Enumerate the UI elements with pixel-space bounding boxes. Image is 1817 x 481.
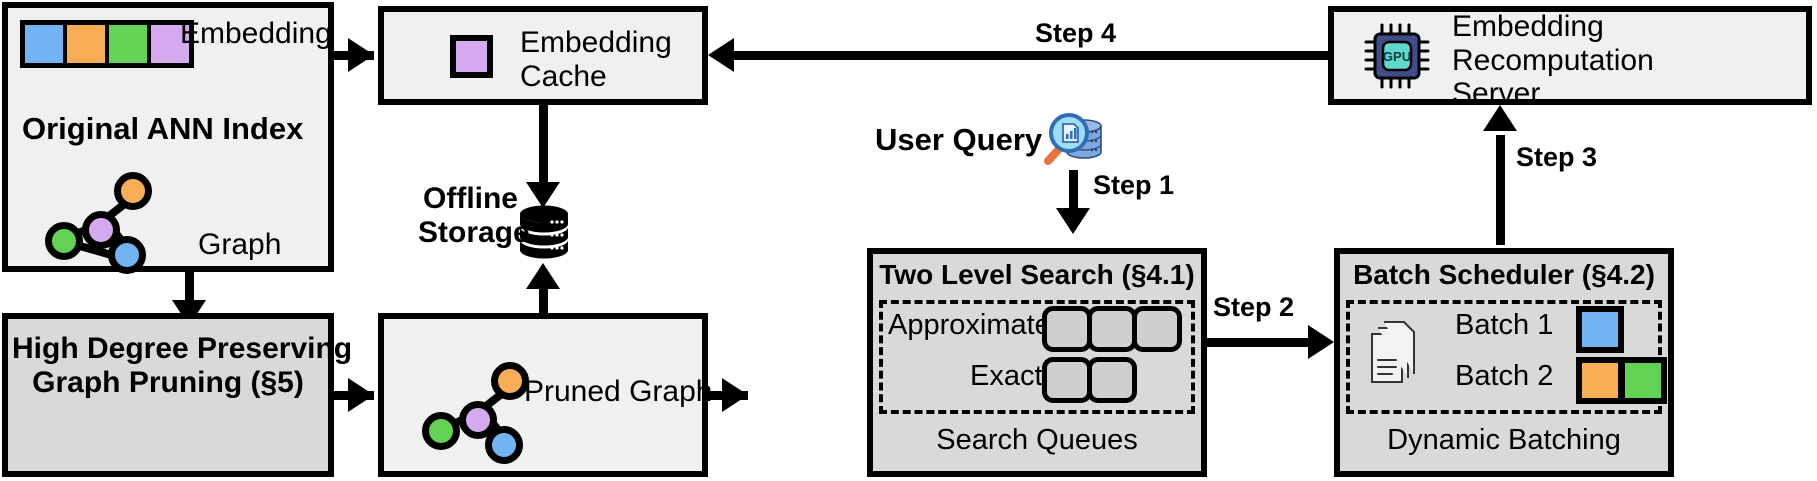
arrow-step3-line [1496,135,1505,245]
arrow-prunedgraph-to-search-head [722,378,748,412]
database-icon [520,205,568,259]
pruned-node-purple [459,401,497,439]
exact-queue-cell[interactable] [1042,357,1092,403]
graph-node-blue [108,236,146,274]
pruned-node-orange [491,362,529,400]
gpu-chip-icon: GPU [1364,23,1430,89]
batch-2-label: Batch 2 [1455,360,1554,392]
graph-node-orange [114,172,152,210]
batch-scheduler-title: Batch Scheduler (§4.2) [1353,259,1655,290]
two-level-search-box [867,248,1207,477]
arrow-step2-line [1207,338,1327,347]
recomputation-server-title: Embedding Recomputation Server [1452,10,1654,111]
graph-pruning-title: High Degree Preserving Graph Pruning (§5… [12,332,353,399]
step1-label: Step 1 [1093,170,1175,200]
arrow-prunedgraph-to-storage-line [539,274,548,324]
embedding-label: Embedding [180,17,332,50]
embedding-cache-title: Embedding Cache [520,26,672,93]
svg-text:GPU: GPU [1383,49,1411,64]
arrow-index-to-cache-head [348,38,374,72]
embedding-swatch-purple [151,25,189,63]
embedding-cache-box [378,6,708,105]
graph-node-green [45,222,83,260]
original-ann-index-title: Original ANN Index [22,111,304,146]
batch-2-swatch-orange [1576,357,1624,404]
step4-label: Step 4 [1035,18,1117,48]
documents-icon [1371,321,1415,383]
approximate-queue-cell[interactable] [1042,306,1092,352]
pruned-node-blue [485,426,523,464]
exact-row-label: Exact [970,360,1043,392]
embedding-swatch-row [20,20,194,68]
batch-2-swatch-green [1619,357,1667,404]
search-queues-dashed-area [879,300,1195,414]
two-level-search-title: Two Level Search (§4.1) [879,259,1195,290]
step3-label: Step 3 [1516,142,1598,172]
pruned-node-green [422,412,460,450]
embedding-swatch-orange [67,25,105,63]
search-queues-footer: Search Queues [936,424,1138,456]
arrow-step1-head [1056,208,1090,234]
pruned-graph-box [378,313,708,477]
embedding-cache-swatch [450,35,493,78]
offline-storage-label: Offline Storage [418,182,530,249]
arrow-step4-line [726,51,1328,60]
pruned-graph-label: Pruned Graph [524,375,713,408]
user-query-label: User Query [875,122,1043,157]
arrow-step2-head [1308,325,1334,359]
dynamic-batching-footer: Dynamic Batching [1387,424,1621,456]
arrow-cache-to-storage-line [539,105,548,190]
graph-label: Graph [198,228,282,261]
approximate-queue-row [1042,306,1182,352]
graph-pruning-box [2,313,334,477]
arrow-prunedgraph-to-storage-head [526,263,560,289]
exact-queue-row [1042,357,1137,403]
magnifier-database-icon [1044,113,1102,165]
exact-queue-cell[interactable] [1087,357,1137,403]
arrow-cache-to-storage-head [526,182,560,208]
arrow-index-to-pruning-line [185,272,194,312]
arrow-step1-line [1069,170,1078,220]
approximate-queue-cell[interactable] [1132,306,1182,352]
embedding-swatch-blue [25,25,63,63]
approximate-row-label: Approximate [888,309,1051,341]
step2-label: Step 2 [1213,292,1295,322]
embedding-swatch-green [109,25,147,63]
batch-1-swatch-blue [1576,306,1624,353]
batch-1-label: Batch 1 [1455,309,1554,341]
arrow-step4-head [708,38,734,72]
approximate-queue-cell[interactable] [1087,306,1137,352]
arrow-step3-head [1483,105,1517,131]
arrow-pruning-to-prunedgraph-head [348,378,374,412]
